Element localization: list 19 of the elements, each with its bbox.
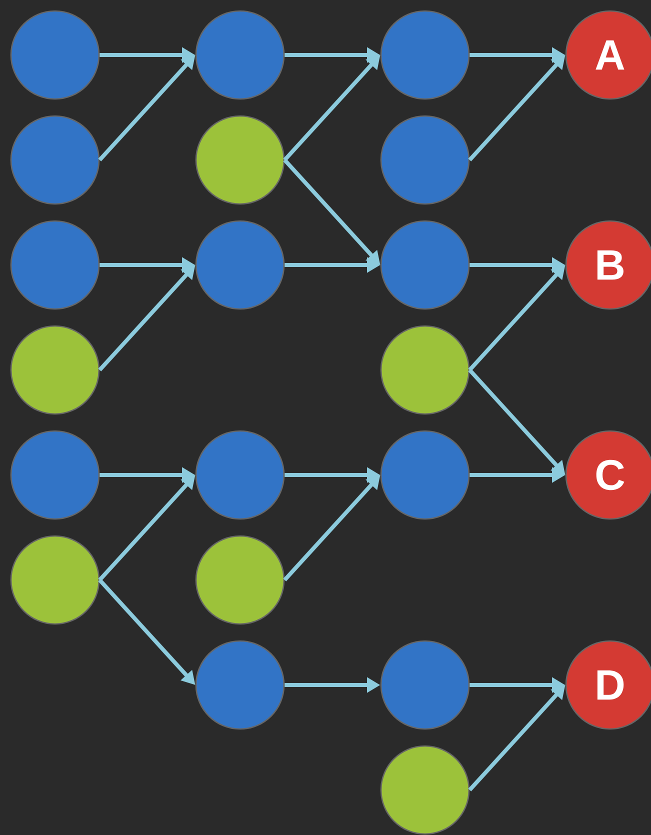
circle	[380, 10, 470, 100]
circle	[380, 430, 470, 520]
circle	[10, 325, 100, 415]
circle	[195, 535, 285, 625]
circle	[10, 10, 100, 100]
circle	[380, 325, 470, 415]
circle	[10, 430, 100, 520]
circle	[195, 430, 285, 520]
circle	[195, 10, 285, 100]
circle	[380, 745, 470, 835]
circle	[380, 640, 470, 730]
circle	[195, 640, 285, 730]
circle	[195, 220, 285, 310]
circle	[10, 220, 100, 310]
circle	[10, 115, 100, 205]
circle	[195, 115, 285, 205]
circle	[380, 115, 470, 205]
circle	[380, 220, 470, 310]
circle	[10, 535, 100, 625]
